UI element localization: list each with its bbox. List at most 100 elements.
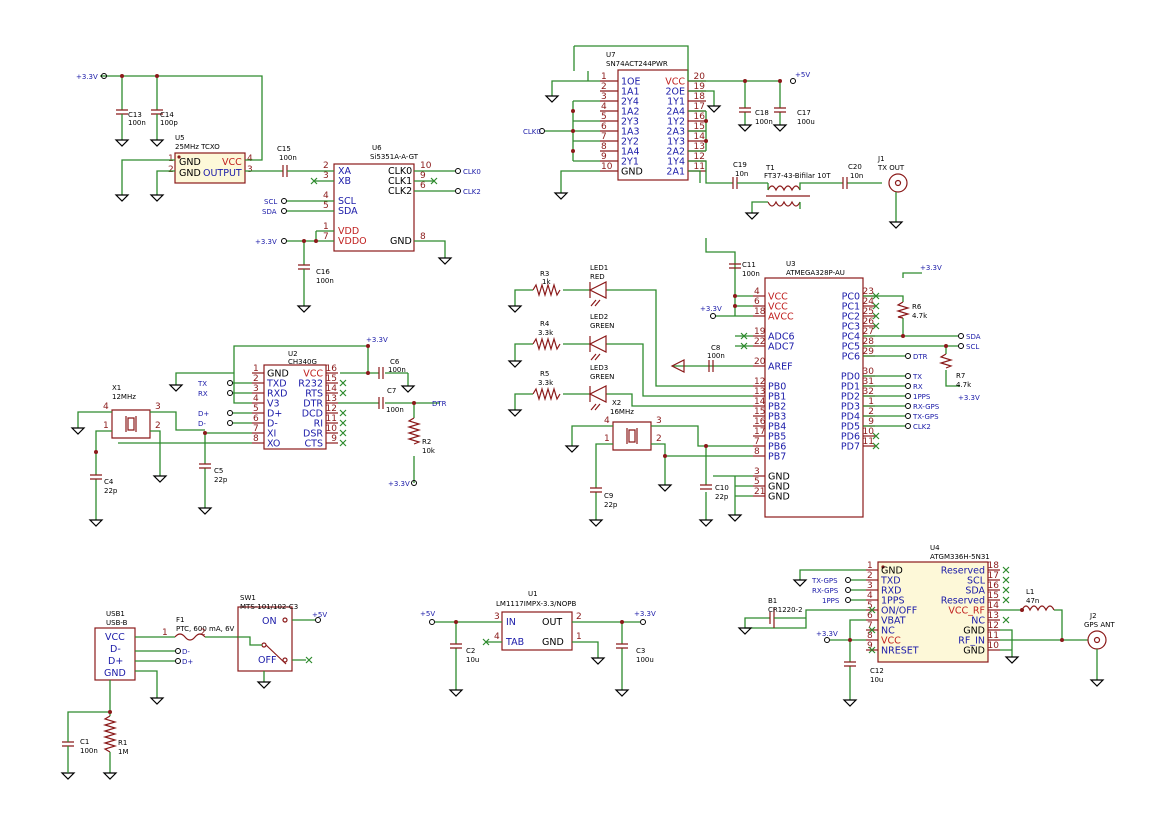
u6-pin-gnd: GND — [390, 236, 412, 247]
tcxo-u5: U5 25MHz TCXO GND GND VCC OUTPUT 12 43 +… — [76, 73, 322, 202]
r6-net-v33: +3.3V — [920, 264, 942, 272]
u3-net-scl: SCL — [966, 343, 979, 351]
u4-pin-label-left-4: ON/OFF — [881, 606, 917, 617]
u4-pin-num-right-6: 12 — [988, 621, 999, 631]
c3-ref: C3 — [636, 647, 645, 655]
u2-pin-label-left-4: D+ — [267, 409, 282, 420]
u2-pin-num-left-3: 4 — [253, 394, 259, 404]
u7-pin-label-left-9: GND — [621, 167, 643, 178]
u7-pin-num-left-3: 4 — [601, 102, 607, 112]
svg-text:10: 10 — [420, 161, 432, 171]
c17-ref: C17 — [797, 109, 811, 117]
u3-pin-num-right-11: 2 — [868, 407, 874, 417]
u1-net-v33: +3.3V — [634, 610, 656, 618]
u1-pinnum-in: 3 — [494, 612, 500, 622]
u2-pin-num-right-7: 9 — [331, 434, 337, 444]
u2-pin-num-left-2: 3 — [253, 384, 259, 394]
u6-net-scl: SCL — [264, 198, 277, 206]
c2-value: 10u — [466, 656, 479, 664]
svg-text:8: 8 — [420, 232, 426, 242]
sw1-ref: SW1 — [240, 594, 256, 602]
usb1-net-dplus: D+ — [182, 658, 193, 666]
u4-pin-label-right-4: VCC_RF — [948, 606, 985, 617]
usb1-value: USB-B — [106, 619, 128, 627]
c14-value: 100p — [160, 119, 178, 127]
buffer-u7: U7 SN74ACT244PWR 1OE11A122Y431A242Y351A3… — [523, 45, 908, 229]
u3-pin-label-left-0: VCC — [768, 292, 788, 303]
svg-text:9: 9 — [420, 171, 426, 181]
u2-pin-num-left-6: 7 — [253, 424, 259, 434]
c13-value: 100n — [128, 119, 146, 127]
u7-pin-label-left-8: 2Y1 — [621, 157, 639, 168]
usb1-pin-gnd: GND — [104, 668, 126, 679]
u3-net-v33: +3.3V — [700, 305, 722, 313]
u4-pin-label-right-6: GND — [963, 626, 985, 637]
u4-pin-num-right-4: 14 — [988, 601, 1000, 611]
u2-pin-label-right-2: RTS — [305, 389, 323, 400]
u2-pin-num-right-4: 12 — [326, 404, 337, 414]
u2-pin-num-right-3: 13 — [326, 394, 337, 404]
svg-text:7: 7 — [323, 232, 329, 242]
u2-net-dplus: D+ — [198, 410, 209, 418]
u3-pin-num-left-7: 13 — [754, 387, 765, 397]
u3-net-rxgps: RX-GPS — [913, 403, 940, 411]
u1-pinnum-gnd: 1 — [576, 632, 582, 642]
u3-pin-num-right-3: 26 — [863, 317, 875, 327]
f1-pin1: 1 — [162, 628, 168, 638]
u4-pin-label-left-2: RXD — [881, 586, 901, 597]
u6-ref: U6 — [372, 144, 382, 152]
usb-uart-u2: U2 CH340G GND1TXD2RXD3V34D+5D-6XI7XO8VCC… — [71, 336, 447, 527]
c18-ref: C18 — [755, 109, 769, 117]
u2-pin-label-right-7: CTS — [305, 439, 323, 450]
connector-j1: J1 TX OUT — [877, 155, 908, 229]
u7-pin-label-right-3: 2A4 — [666, 107, 685, 118]
u2-pin-label-right-0: VCC — [303, 369, 323, 380]
u7-pin-num-left-4: 5 — [601, 112, 607, 122]
r3-ref: R3 — [540, 270, 549, 278]
u7-pin-label-right-5: 2A3 — [666, 127, 685, 138]
u4-pin-num-left-8: 9 — [867, 641, 873, 651]
clock-generator-u6: U6 Si5351A-A-GT XA XB SCL SDA VDD VDDO C… — [255, 144, 481, 313]
u3-net-tx: TX — [912, 373, 922, 381]
u7-pin-num-left-0: 1 — [601, 72, 607, 82]
r2-value: 10k — [422, 447, 436, 455]
u3-pin-num-left-11: 17 — [754, 427, 765, 437]
u7-pin-num-left-1: 2 — [601, 82, 607, 92]
u2-net-rx: RX — [198, 390, 208, 398]
c8-ref: C8 — [711, 344, 720, 352]
u3-pin-num-left-4: 22 — [754, 337, 765, 347]
c6-value: 100n — [388, 366, 406, 374]
u2-pin-label-left-6: XI — [267, 429, 276, 440]
u4-pin-label-left-8: NRESET — [881, 646, 919, 657]
u2-pin-num-right-1: 15 — [326, 374, 337, 384]
regulator-u1: U1 LM1117IMPX-3.3/NOPB IN OUT TAB GND 3 … — [420, 590, 656, 697]
u3-pin-num-left-13: 8 — [754, 447, 760, 457]
c20-value: 10n — [850, 172, 863, 180]
c9-value: 22p — [604, 501, 618, 509]
l1-value: 47n — [1026, 597, 1039, 605]
u7-net-v5: +5V — [795, 71, 810, 79]
u7-pin-label-left-1: 1A1 — [621, 87, 640, 98]
c5-value: 22p — [214, 476, 228, 484]
svg-text:4: 4 — [103, 402, 109, 412]
u3-pin-num-right-8: 31 — [863, 377, 874, 387]
u3-pin-label-left-2: AVCC — [768, 312, 794, 323]
u3-pin-num-right-14: 11 — [863, 437, 874, 447]
j1-value: TX OUT — [877, 164, 905, 172]
u5-pin-output: OUTPUT — [203, 168, 242, 179]
svg-text:6: 6 — [420, 181, 426, 191]
u1-pinnum-tab: 4 — [494, 632, 500, 642]
u3-pin-num-left-0: 4 — [754, 287, 760, 297]
u3-value: ATMEGA328P-AU — [786, 269, 845, 277]
u4-pin-num-right-7: 11 — [988, 631, 999, 641]
c10-value: 22p — [715, 493, 729, 501]
c11-ref: C11 — [742, 261, 756, 269]
u3-pin-num-right-13: 10 — [863, 427, 875, 437]
u1-pin-gnd: GND — [542, 637, 564, 648]
u3-pin-label-left-6: PB0 — [768, 382, 786, 393]
u3-pin-num-left-9: 15 — [754, 407, 765, 417]
u2-ref: U2 — [288, 350, 298, 358]
u4-net-1pps: 1PPS — [822, 597, 840, 605]
u2-value: CH340G — [288, 358, 317, 366]
u4-pin-num-left-2: 3 — [867, 581, 873, 591]
